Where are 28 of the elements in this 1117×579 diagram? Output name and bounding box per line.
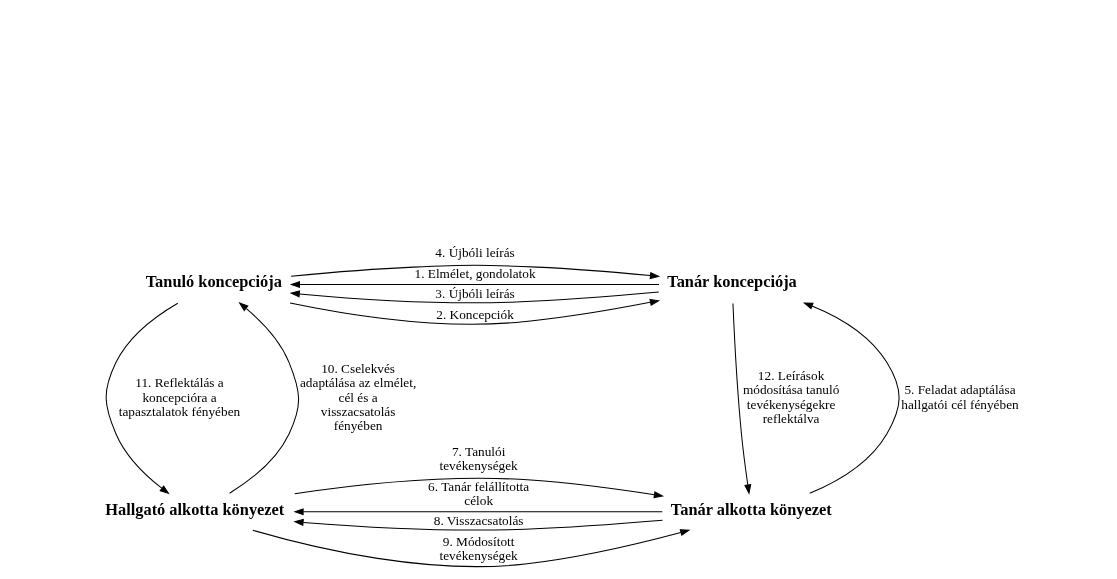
node-text: Tanár alkotta könyezet xyxy=(670,499,832,519)
edge-label: 1. Elmélet, gondolatok xyxy=(413,265,536,281)
arrow xyxy=(292,518,663,531)
arrow xyxy=(290,264,660,280)
arrow xyxy=(105,302,178,495)
arrow xyxy=(292,508,663,516)
edge-label: 10. Cselekvés adaptálása az elmélet, cél és a visszacsatolás fényében xyxy=(299,360,416,434)
edge-label: 11. Reflektálás a koncepcióra a tapasztalatok fényében xyxy=(118,375,240,419)
edge-label: 5. Feladat adaptálása hallgatói cél fényében xyxy=(900,382,1019,412)
arrow xyxy=(802,302,900,494)
arrow xyxy=(251,529,690,568)
node-text: Hallgató alkotta könyezet xyxy=(104,499,284,519)
arrow xyxy=(289,290,659,304)
edge-label: 3. Újbóli leírás xyxy=(434,286,515,302)
edge-label: 6. Tanár felállította célok xyxy=(427,478,529,509)
arrow xyxy=(731,302,751,495)
node-text: Tanuló koncepciója xyxy=(145,272,282,292)
arrow xyxy=(293,477,664,499)
arrow xyxy=(289,298,660,325)
edge-label: 12. Leírások módosítása tanuló tevékenységekre reflektálva xyxy=(742,368,839,427)
edge-label: 8. Visszacsatolás xyxy=(433,513,524,529)
arrow xyxy=(228,302,299,494)
arrow xyxy=(289,280,660,289)
node-text: Tanár koncepciója xyxy=(666,272,797,292)
edge-label: 4. Újbóli leírás xyxy=(434,245,515,261)
edge-label: 9. Módosított tevékenységek xyxy=(439,533,518,564)
edge-label: 2. Koncepciók xyxy=(435,306,514,322)
edge-label: 7. Tanulói tevékenységek xyxy=(439,443,518,474)
